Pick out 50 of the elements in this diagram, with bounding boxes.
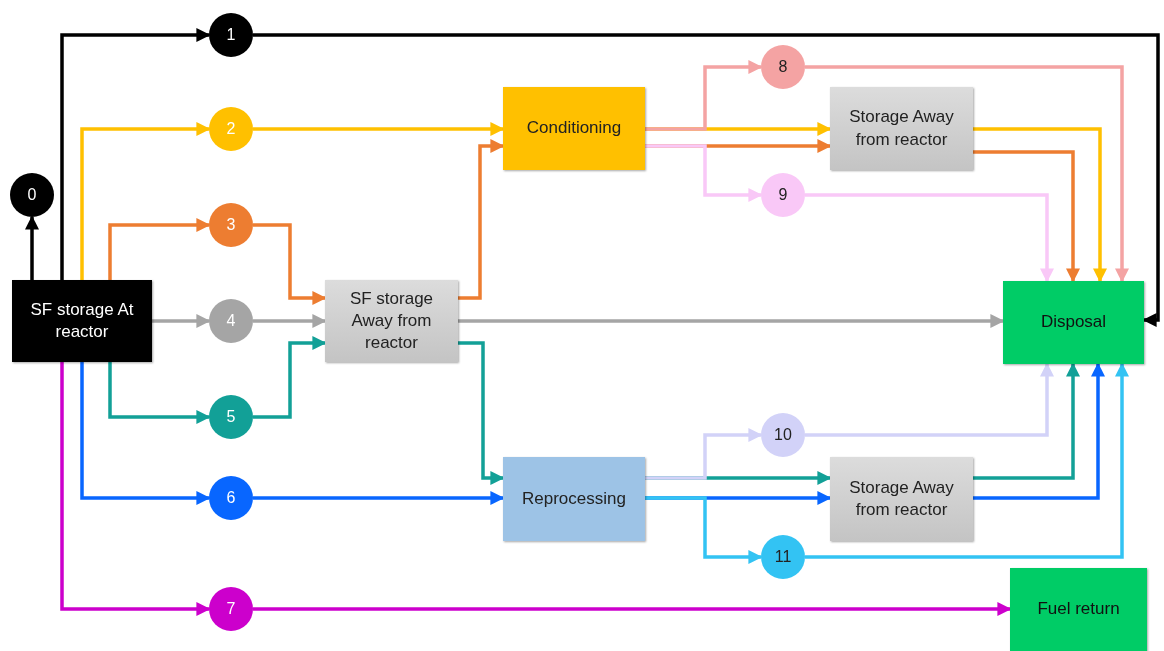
number-circle: 11 — [761, 535, 805, 579]
arrow — [645, 144, 763, 202]
process-box: Storage Away from reactor — [830, 87, 973, 170]
arrow — [108, 218, 211, 280]
arrow — [805, 193, 1054, 283]
process-box: Disposal — [1003, 281, 1144, 364]
arrow — [80, 122, 211, 280]
arrow — [645, 496, 763, 564]
number-circle: 5 — [209, 395, 253, 439]
number-circle: 0 — [10, 173, 54, 217]
process-box: SF storage Away from reactor — [325, 280, 458, 362]
arrow — [645, 60, 763, 131]
arrow — [973, 127, 1107, 283]
arrow — [80, 362, 211, 505]
arrow — [253, 491, 505, 505]
arrow — [253, 314, 327, 328]
arrow — [973, 362, 1080, 480]
arrow — [60, 362, 211, 616]
arrow — [645, 428, 763, 480]
arrow — [152, 314, 211, 328]
arrow — [805, 65, 1129, 283]
arrow — [253, 122, 505, 136]
process-box: Fuel return — [1010, 568, 1147, 651]
process-box: Reprocessing — [503, 457, 645, 541]
arrow — [253, 223, 327, 305]
number-circle: 3 — [209, 203, 253, 247]
arrow — [60, 28, 211, 280]
number-circle: 4 — [209, 299, 253, 343]
arrow — [253, 33, 1160, 327]
number-circle: 7 — [209, 587, 253, 631]
process-box: SF storage At reactor — [12, 280, 152, 362]
number-circle: 10 — [761, 413, 805, 457]
arrow — [973, 362, 1105, 500]
number-circle: 6 — [209, 476, 253, 520]
number-circle: 8 — [761, 45, 805, 89]
arrow — [253, 602, 1012, 616]
arrow — [458, 341, 505, 485]
process-box: Conditioning — [503, 87, 645, 170]
process-box: Storage Away from reactor — [830, 457, 973, 541]
arrow — [25, 215, 39, 280]
arrow — [973, 150, 1080, 283]
number-circle: 2 — [209, 107, 253, 151]
number-circle: 1 — [209, 13, 253, 57]
number-circle: 9 — [761, 173, 805, 217]
arrow — [458, 314, 1005, 328]
arrow — [108, 362, 211, 424]
arrow — [805, 362, 1129, 559]
arrow — [805, 362, 1054, 437]
arrow — [253, 336, 327, 419]
arrow — [458, 139, 505, 300]
